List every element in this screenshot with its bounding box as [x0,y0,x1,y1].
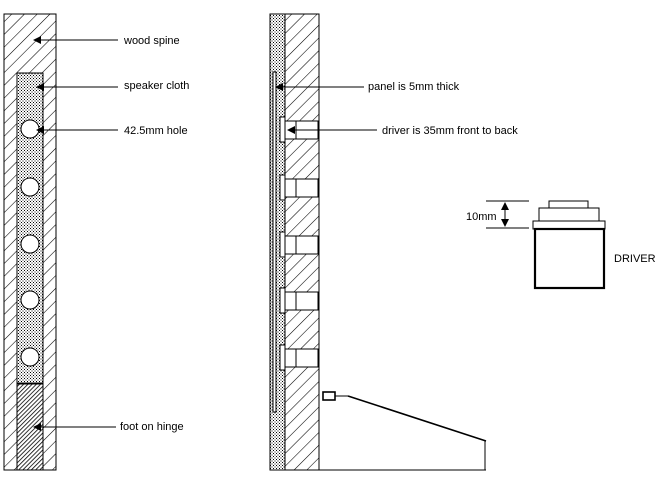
driver-detail: 10mm DRIVER [466,200,656,290]
hinge-pin [322,391,336,401]
driver-flange [532,220,606,230]
hole-label: 42.5mm hole [124,125,188,137]
foot-slope [347,395,487,442]
driver-body [533,227,606,290]
driver-section-3 [279,231,319,258]
foot-hinge-label: foot on hinge [120,421,184,433]
driver-section-5 [279,344,319,371]
front-view: wood spine speaker cloth 42.5mm hole foo… [3,13,189,471]
hole-5 [20,347,40,367]
driver-cap [548,200,589,209]
driver-surround [538,207,600,222]
dimension-label: 10mm [466,211,497,223]
hole-1 [20,119,40,139]
front-panel [272,71,277,413]
driver-section-4 [279,287,319,314]
driver-label: DRIVER [614,253,656,265]
driver-depth-label: driver is 35mm front to back [382,125,518,137]
hole-3 [20,234,40,254]
hole-2 [20,177,40,197]
hole-4 [20,290,40,310]
speaker-cloth-label: speaker cloth [124,80,189,92]
side-section-view: panel is 5mm thick driver is 35mm front … [269,13,518,471]
wood-spine-label: wood spine [123,35,180,47]
driver-section-2 [279,174,319,201]
panel-thickness-label: panel is 5mm thick [368,81,460,93]
